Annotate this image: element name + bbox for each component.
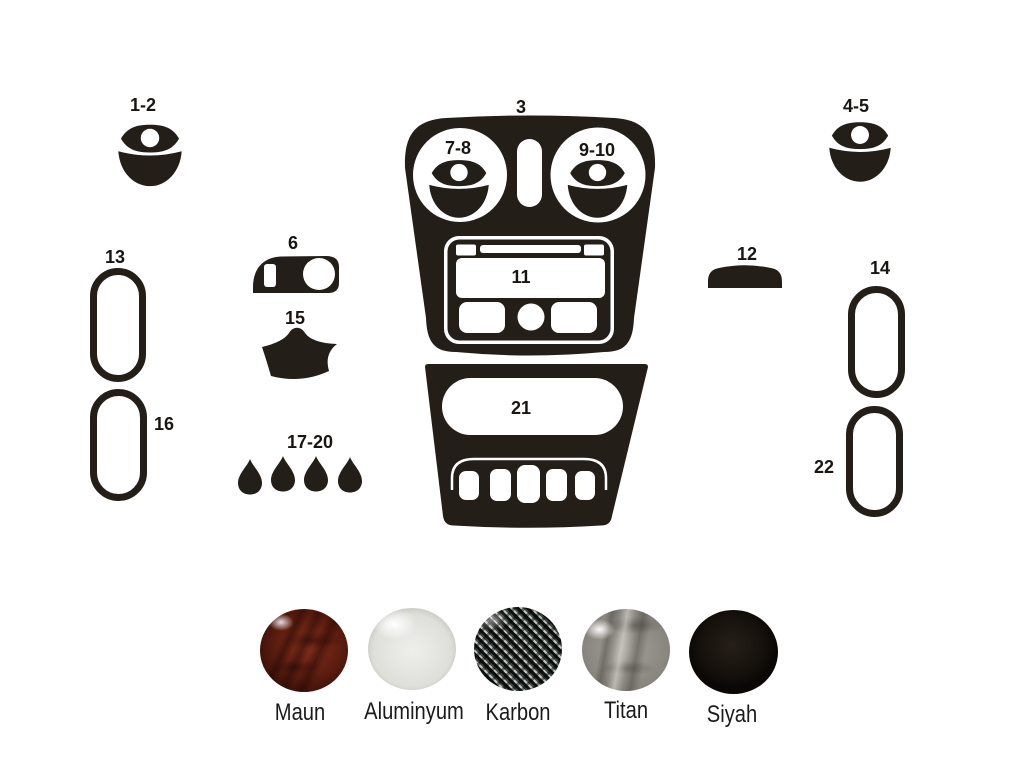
- part-3-console-shape: [404, 115, 656, 356]
- part-21-label: 21: [510, 398, 532, 418]
- part-11-label: 11: [511, 267, 531, 287]
- part-22-ring-shape: [846, 406, 903, 517]
- part-21-console-shape: [425, 364, 648, 528]
- part-16-label: 16: [153, 414, 175, 434]
- swatch-maun: [260, 609, 348, 692]
- swatch-karbon-label: Karbon: [485, 699, 551, 726]
- part-12-label: 12: [736, 244, 758, 264]
- part-11-radio-shape: [444, 236, 614, 344]
- part-1-2-shape: [118, 124, 182, 187]
- part-14-ring-shape: [848, 286, 905, 398]
- part-12-shape: [708, 265, 782, 288]
- part-4-5-shape: [829, 122, 891, 182]
- swatch-siyah-label: Siyah: [706, 701, 758, 728]
- part-17-20-shapes: [238, 456, 362, 495]
- part-22-label: 22: [813, 457, 835, 477]
- swatch-aluminyum-label: Aluminyum: [364, 698, 464, 725]
- swatch-aluminyum: [368, 608, 456, 690]
- swatch-maun-label: Maun: [274, 699, 326, 726]
- part-6-shape: [253, 256, 339, 293]
- swatch-siyah: [689, 610, 778, 694]
- swatch-titan: [582, 609, 670, 691]
- part-15-shape: [262, 327, 337, 380]
- part-13-label: 13: [104, 247, 126, 267]
- part-4-5-label: 4-5: [842, 96, 870, 116]
- part-15-label: 15: [284, 308, 306, 328]
- part-6-label: 6: [287, 233, 299, 253]
- part-1-2-label: 1-2: [129, 95, 157, 115]
- part-16-ring-shape: [90, 389, 147, 501]
- part-3-label: 3: [515, 97, 527, 117]
- swatch-karbon: [474, 607, 562, 691]
- part-9-10-label: 9-10: [578, 140, 616, 160]
- swatch-titan-label: Titan: [603, 697, 649, 724]
- part-14-label: 14: [869, 258, 891, 278]
- part-17-20-label: 17-20: [286, 432, 334, 452]
- part-13-ring-shape: [90, 268, 146, 382]
- part-7-8-label: 7-8: [444, 138, 472, 158]
